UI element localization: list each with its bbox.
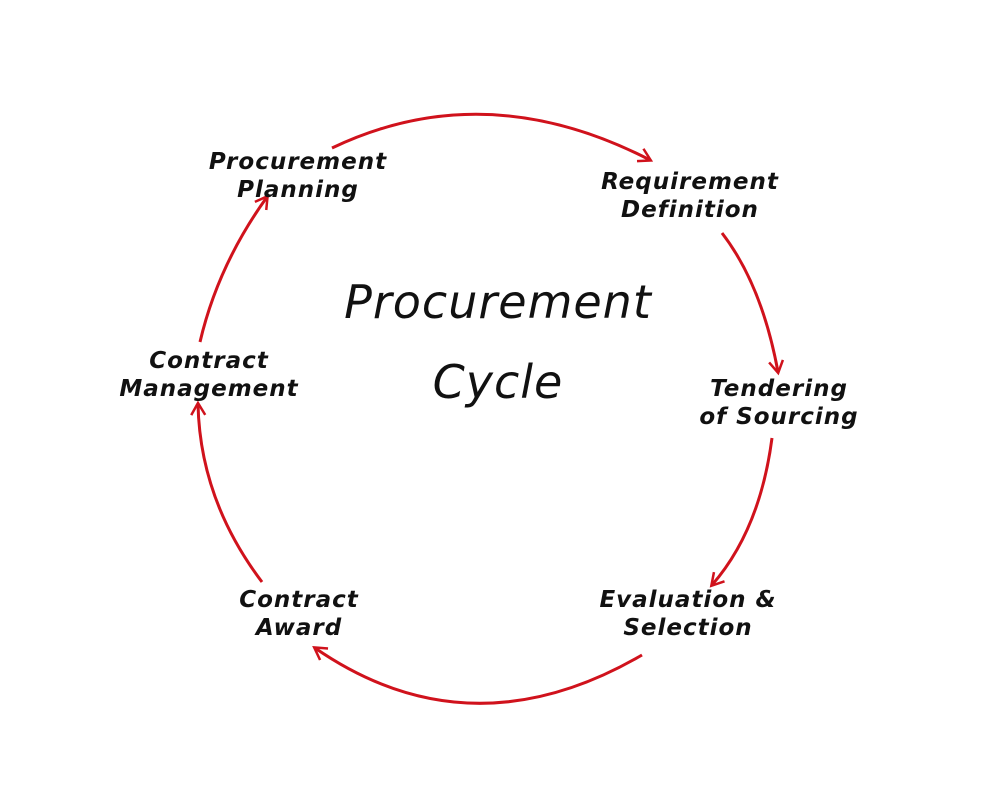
step-procurement-planning: Procurement Planning xyxy=(209,148,387,204)
step-label-line1: Contract xyxy=(149,348,269,374)
step-label-line1: Requirement xyxy=(601,169,779,195)
step-label-line2: Award xyxy=(255,615,343,641)
step-label-line1: Contract xyxy=(239,587,359,613)
step-contract-management: Contract Management xyxy=(119,347,298,403)
arrow-management-to-planning xyxy=(198,194,270,343)
diagram-title-line1: Procurement xyxy=(344,275,652,329)
arrow-planning-to-requirement xyxy=(331,112,654,163)
step-contract-award: Contract Award xyxy=(239,586,359,642)
step-label-line2: Selection xyxy=(623,615,753,641)
arrow-award-to-management xyxy=(190,400,264,583)
step-label-line2: of Sourcing xyxy=(699,404,859,430)
step-label-line1: Procurement xyxy=(208,149,388,175)
step-label-line1: Tendering xyxy=(710,376,848,402)
arrow-evaluation-to-award xyxy=(312,646,643,705)
step-label-line2: Definition xyxy=(621,197,759,223)
step-label-line1: Evaluation & xyxy=(599,587,777,613)
step-evaluation-selection: Evaluation & Selection xyxy=(599,586,776,642)
step-label-line2: Management xyxy=(119,376,299,402)
step-tendering-of-sourcing: Tendering of Sourcing xyxy=(699,375,858,431)
arrow-requirement-to-tendering xyxy=(720,232,785,376)
diagram-title-line2: Cycle xyxy=(432,355,564,409)
step-label-line2: Planning xyxy=(237,177,359,203)
arrow-tendering-to-evaluation xyxy=(709,437,774,588)
diagram-title: Procurement Cycle xyxy=(344,262,652,422)
step-requirement-definition: Requirement Definition xyxy=(601,168,779,224)
